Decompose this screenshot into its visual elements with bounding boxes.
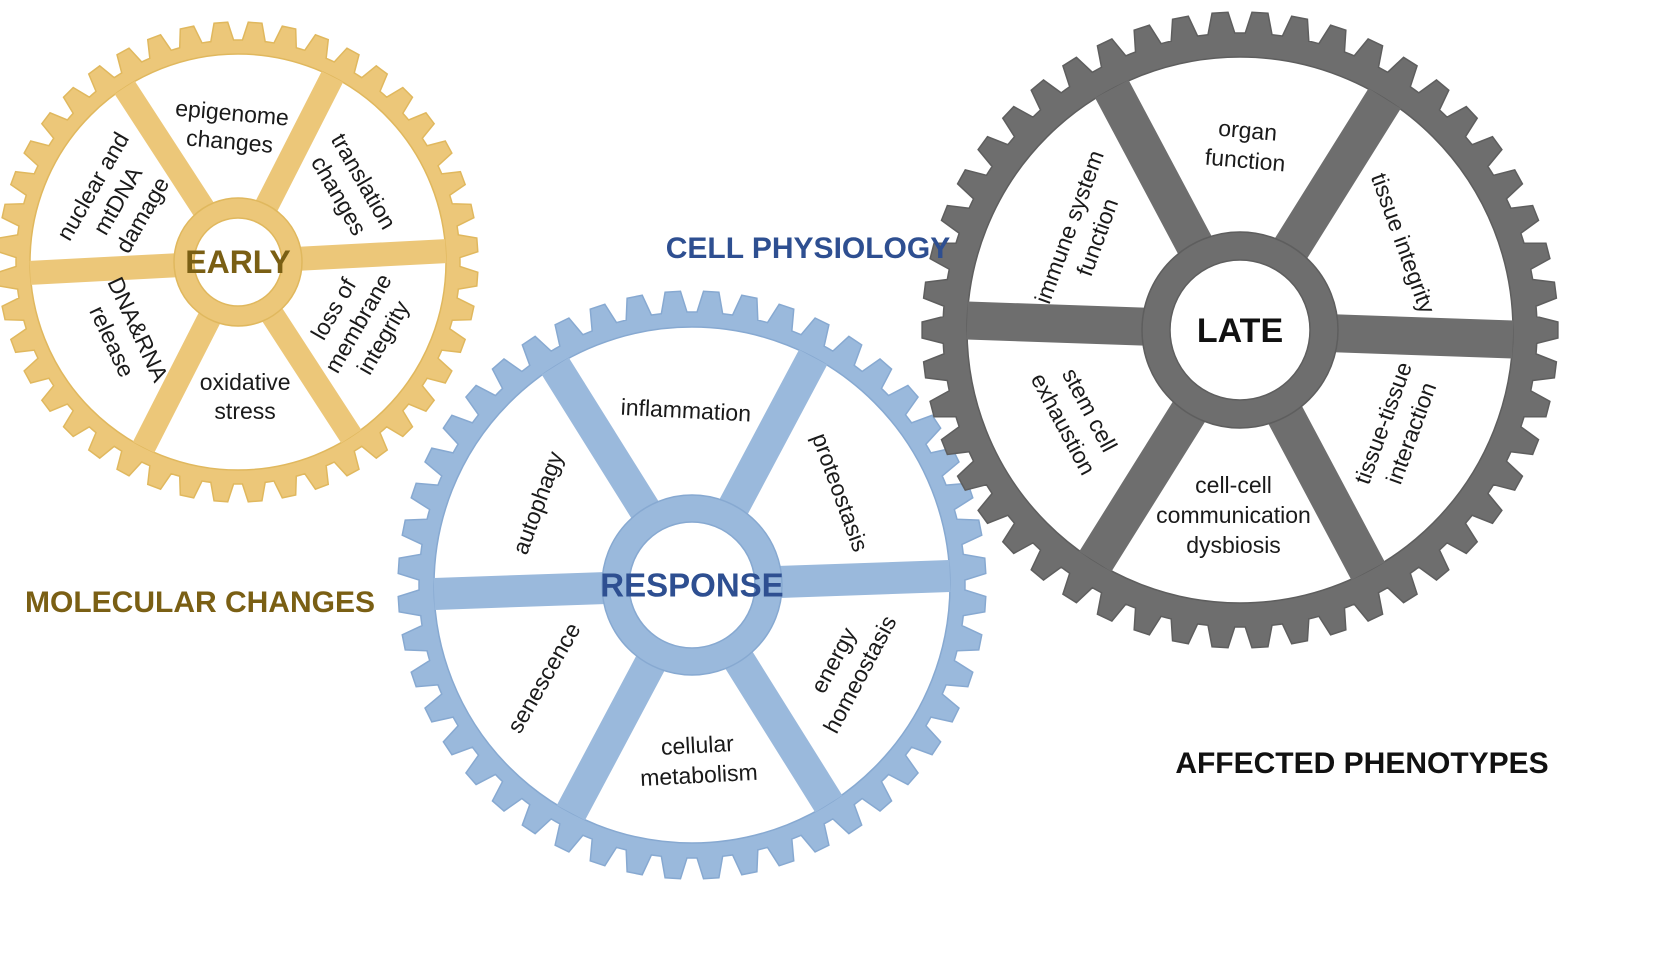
response-gear: RESPONSEinflammationproteostasisenergyho… — [397, 290, 987, 880]
response-sector-4-line-1: cellular — [660, 730, 734, 760]
affected-phenotypes-label: AFFECTED PHENOTYPES — [1175, 747, 1548, 780]
early-hub-center — [193, 217, 283, 307]
early-sector-4-line-2: stress — [214, 398, 275, 424]
late-hub-label: LATE — [1197, 312, 1283, 350]
cell-physiology-label: CELL PHYSIOLOGY — [666, 232, 951, 265]
late-sector-4-line-2: communication — [1156, 502, 1311, 528]
early-sector-4: oxidative stress — [200, 369, 291, 424]
molecular-changes-label: MOLECULAR CHANGES — [25, 586, 375, 619]
late-sector-4-line-3: dysbiosis — [1186, 532, 1281, 558]
late-sector-4-line-1: cell-cell — [1195, 472, 1272, 498]
late-hub-center — [1169, 259, 1311, 401]
late-sector-1-line-1: organ — [1217, 115, 1278, 146]
response-hub-label: RESPONSE — [600, 567, 783, 604]
response-hub-center — [628, 521, 756, 649]
early-hub-label: EARLY — [185, 244, 291, 280]
early-sector-4-line-1: oxidative — [200, 369, 291, 395]
late-sector-4: cell-cell communication dysbiosis — [1156, 472, 1311, 558]
response-sector-4-line-2: metabolism — [639, 759, 758, 791]
